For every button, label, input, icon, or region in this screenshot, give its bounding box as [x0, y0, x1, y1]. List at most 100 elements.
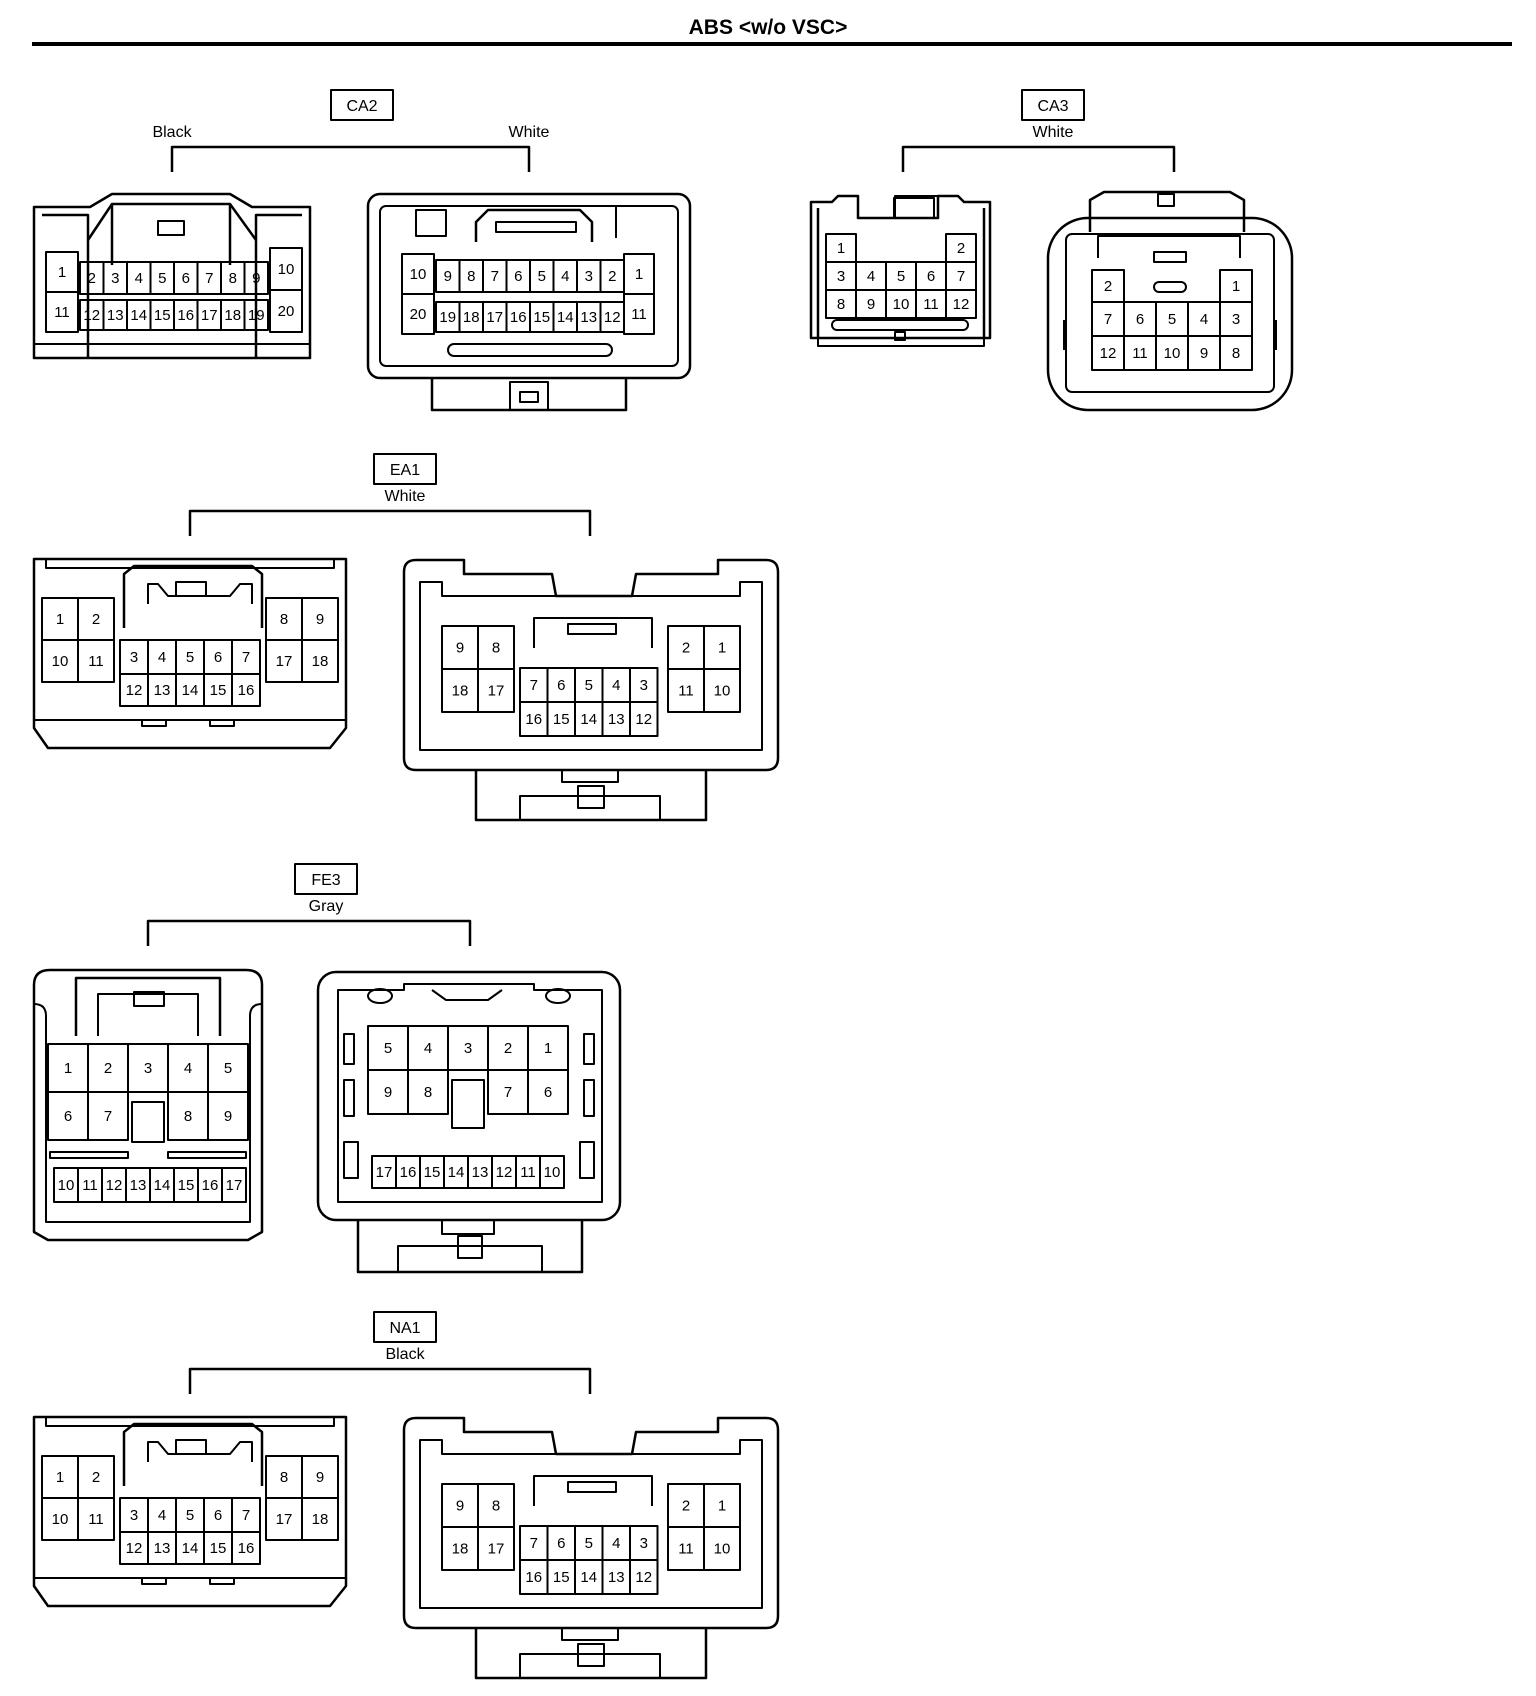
- pin-label: 3: [837, 268, 845, 285]
- pin-label: 7: [205, 270, 213, 287]
- pin-label: 4: [158, 649, 166, 666]
- pin-label: 8: [184, 1108, 192, 1125]
- pin-label: 8: [837, 296, 845, 313]
- pin-label: 8: [229, 270, 237, 287]
- pin-label: 8: [280, 1469, 288, 1486]
- pin-label: 13: [130, 1177, 147, 1194]
- pin-cell: [77, 639, 115, 683]
- pin-cell: [703, 668, 741, 713]
- pin-label: 11: [923, 296, 939, 313]
- pin-label: 6: [214, 1507, 222, 1524]
- pin-label: 12: [126, 682, 143, 699]
- pin-cell: [629, 701, 659, 737]
- pin-label: 16: [510, 309, 527, 326]
- pin-label: 9: [252, 270, 260, 287]
- pin-cell: [269, 289, 303, 333]
- pin-label: 15: [553, 1569, 570, 1586]
- pin-label: 11: [88, 1511, 104, 1528]
- na1-code-box: [373, 1311, 437, 1343]
- pin-label: 9: [456, 1498, 464, 1515]
- pin-label: 16: [525, 711, 542, 728]
- pin-label: 15: [210, 682, 227, 699]
- pin-cell: [243, 299, 269, 331]
- pin-label: 17: [488, 1541, 505, 1558]
- pin-label: 17: [488, 683, 505, 700]
- pin-label: 9: [456, 640, 464, 657]
- pin-label: 17: [276, 653, 293, 670]
- pin-label: 1: [1232, 278, 1240, 295]
- pin-cell: [1219, 335, 1253, 371]
- pin-label: 14: [557, 309, 574, 326]
- pin-label: 16: [400, 1164, 417, 1181]
- pin-cell: [703, 1526, 741, 1571]
- pin-label: 6: [514, 268, 522, 285]
- pin-label: 1: [718, 1498, 726, 1515]
- pin-label: 4: [561, 268, 569, 285]
- pin-label: 14: [154, 1177, 171, 1194]
- ca3-code-box: [1021, 89, 1085, 121]
- pin-label: 10: [1164, 345, 1181, 362]
- pin-label: 5: [384, 1040, 392, 1057]
- pin-label: 16: [177, 307, 194, 324]
- pin-cell: [623, 293, 655, 335]
- pin-label: 14: [580, 1569, 597, 1586]
- pin-label: 9: [384, 1084, 392, 1101]
- pin-label: 3: [144, 1060, 152, 1077]
- title-rule: [32, 42, 1512, 46]
- pin-label: 18: [452, 1541, 469, 1558]
- ea1-bracket: [188, 509, 592, 536]
- pin-label: 2: [957, 240, 965, 257]
- pin-label: 9: [316, 1469, 324, 1486]
- pin-label: 18: [452, 683, 469, 700]
- pin-label: 15: [210, 1540, 227, 1557]
- pin-label: 9: [867, 296, 875, 313]
- fe3-color: Gray: [309, 898, 344, 915]
- ca3-code: CA3: [1037, 98, 1068, 115]
- pin-label: 11: [82, 1177, 98, 1194]
- ca2-left-color: Black: [152, 124, 192, 141]
- pin-label: 9: [1200, 345, 1208, 362]
- pin-label: 11: [88, 653, 104, 670]
- pin-label: 10: [893, 296, 910, 313]
- pin-label: 1: [58, 264, 66, 281]
- pin-label: 1: [837, 240, 845, 257]
- pin-label: 12: [635, 711, 652, 728]
- pin-label: 3: [130, 649, 138, 666]
- pin-cell: [45, 291, 79, 333]
- pin-label: 5: [158, 270, 166, 287]
- pin-label: 12: [106, 1177, 123, 1194]
- pin-label: 12: [604, 309, 621, 326]
- pin-label: 18: [463, 309, 480, 326]
- fe3-code: FE3: [311, 872, 340, 889]
- pin-label: 1: [718, 640, 726, 657]
- pin-label: 13: [608, 711, 625, 728]
- pin-label: 5: [897, 268, 905, 285]
- pin-label: 7: [491, 268, 499, 285]
- pin-label: 13: [472, 1164, 489, 1181]
- pin-label: 15: [553, 711, 570, 728]
- pin-label: 19: [248, 307, 265, 324]
- pin-label: 3: [464, 1040, 472, 1057]
- pin-label: 7: [1104, 311, 1112, 328]
- pin-cell: [477, 668, 515, 713]
- pin-label: 4: [867, 268, 875, 285]
- blank-cavity: [451, 1079, 485, 1129]
- pin-label: 4: [424, 1040, 432, 1057]
- pin-label: 11: [1132, 345, 1148, 362]
- ca3-bracket: [901, 145, 1176, 172]
- pin-label: 3: [130, 1507, 138, 1524]
- pin-label: 15: [533, 309, 550, 326]
- pin-label: 19: [439, 309, 456, 326]
- pin-label: 10: [714, 1541, 731, 1558]
- blank-cavity: [131, 1101, 165, 1143]
